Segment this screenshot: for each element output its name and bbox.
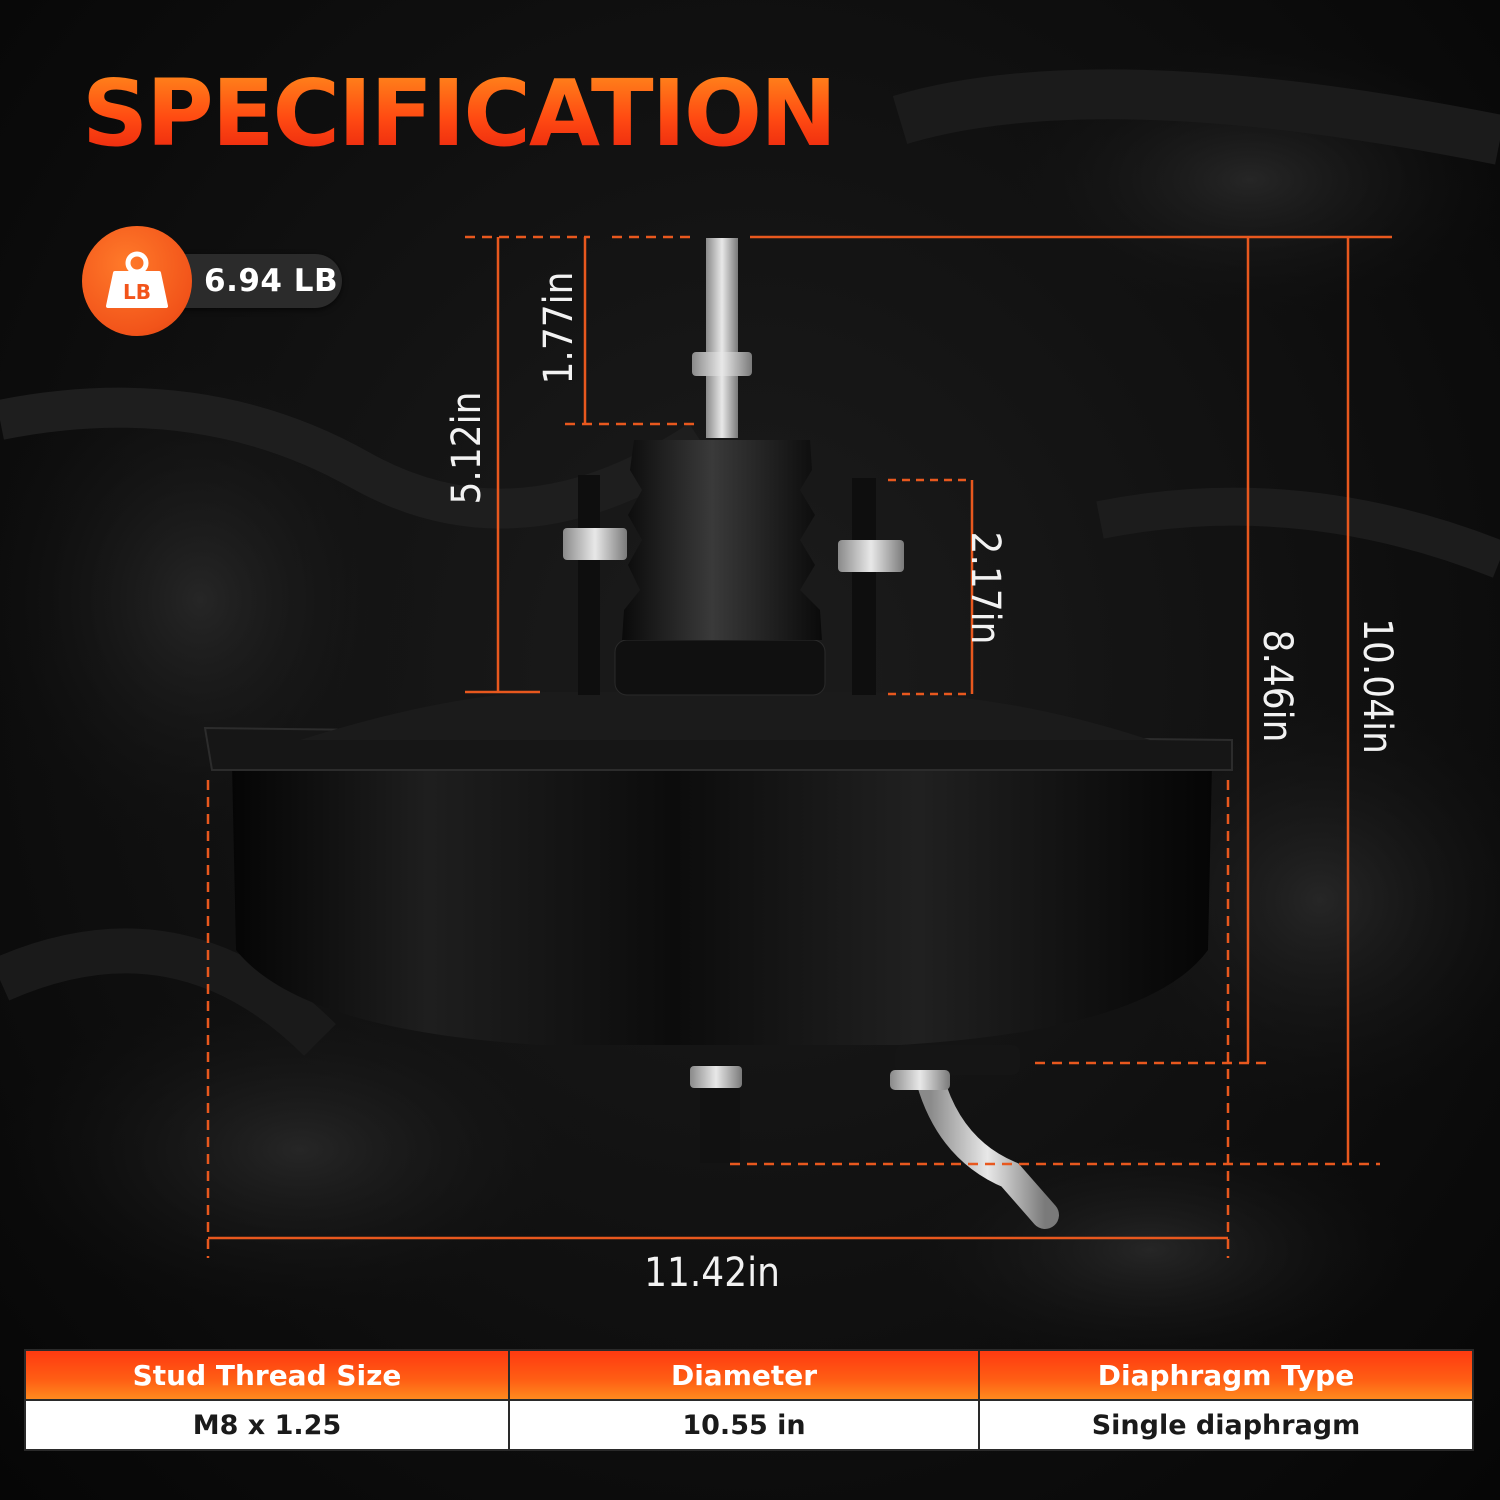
weight-value: 6.94 LB bbox=[204, 263, 339, 299]
dimension-body-height: 8.46in bbox=[1254, 630, 1300, 743]
value-stud-thread-size: M8 x 1.25 bbox=[24, 1399, 510, 1451]
weight-icon-letters: LB bbox=[123, 280, 151, 304]
dimension-width: 11.42in bbox=[644, 1250, 780, 1296]
header-diameter: Diameter bbox=[508, 1349, 980, 1401]
dimension-mount-stud-height: 2.17in bbox=[962, 532, 1008, 645]
header-stud-thread-size: Stud Thread Size bbox=[24, 1349, 510, 1401]
brake-booster-image bbox=[203, 238, 1233, 1229]
dimension-top-height: 5.12in bbox=[444, 392, 490, 505]
page-title: SPECIFICATION bbox=[82, 60, 837, 167]
spec-table-header-row: Stud Thread Size Diameter Diaphragm Type bbox=[24, 1349, 1474, 1401]
weight-icon: LB bbox=[82, 226, 192, 336]
spec-table: Stud Thread Size Diameter Diaphragm Type… bbox=[24, 1349, 1474, 1451]
value-diaphragm-type: Single diaphragm bbox=[978, 1399, 1474, 1451]
value-diameter: 10.55 in bbox=[508, 1399, 980, 1451]
dimension-lines bbox=[206, 235, 1392, 1258]
dimension-overall-height: 10.04in bbox=[1354, 618, 1400, 754]
spec-table-row: M8 x 1.25 10.55 in Single diaphragm bbox=[24, 1399, 1474, 1451]
dimension-stud-length: 1.77in bbox=[536, 272, 582, 385]
header-diaphragm-type: Diaphragm Type bbox=[978, 1349, 1474, 1401]
